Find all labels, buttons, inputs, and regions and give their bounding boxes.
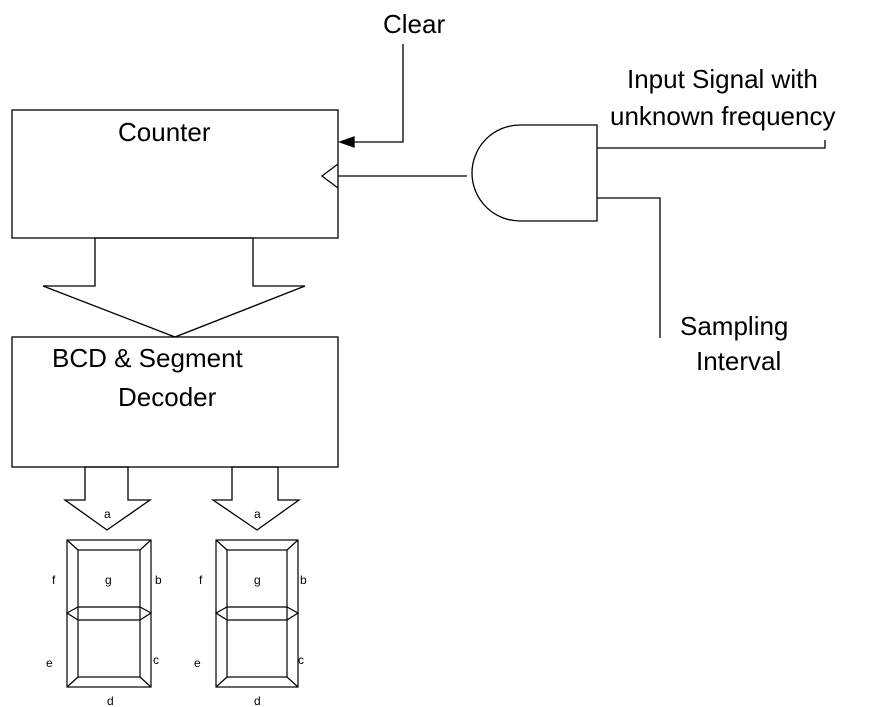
- display1-segment-e-label: e: [46, 656, 53, 670]
- clear-line: [354, 44, 404, 143]
- input-signal-wire: [597, 140, 826, 149]
- seven-segment-display-1: [65, 539, 153, 688]
- clear-arrow: [338, 136, 355, 148]
- display1-segment-d-label: d: [107, 694, 114, 707]
- display2-segment-d-label: d: [254, 694, 261, 707]
- decoder-to-display2-arrow: [210, 466, 302, 531]
- decoder-to-display1-arrow: [62, 466, 153, 531]
- display2-segment-a-label: a: [254, 507, 261, 521]
- clock-input-marker: [320, 163, 339, 189]
- display2-segment-f-label: f: [199, 573, 203, 587]
- seven-segment-display-2: [214, 539, 300, 688]
- display2-segment-b-label: b: [300, 573, 307, 587]
- sampling-interval-label-line1: Sampling: [680, 311, 788, 341]
- display1-segment-f-label: f: [52, 573, 56, 587]
- display2-segment-c-label: c: [298, 653, 304, 667]
- bcd-decoder-block: [11, 336, 339, 468]
- display1-segment-b-label: b: [155, 573, 162, 587]
- display1-segment-a-label: a: [104, 507, 111, 521]
- clear-label: Clear: [383, 9, 445, 39]
- bcd-decoder-label-line1: BCD & Segment: [52, 343, 244, 373]
- display2-segment-e-label: e: [194, 656, 201, 670]
- and-gate: [471, 124, 598, 222]
- display2-segment-g-label: g: [254, 573, 261, 587]
- counter-to-decoder-arrow: [42, 237, 306, 338]
- sampling-interval-label-line2: Interval: [696, 346, 781, 376]
- sampling-interval-wire: [597, 197, 661, 338]
- display1-segment-c-label: c: [153, 653, 159, 667]
- display1-segment-g-label: g: [105, 573, 112, 587]
- counter-label: Counter: [118, 117, 211, 147]
- bcd-decoder-label-line2: Decoder: [118, 382, 217, 412]
- input-signal-label-line2: unknown frequency: [610, 101, 835, 131]
- input-signal-label-line1: Input Signal with: [627, 64, 818, 94]
